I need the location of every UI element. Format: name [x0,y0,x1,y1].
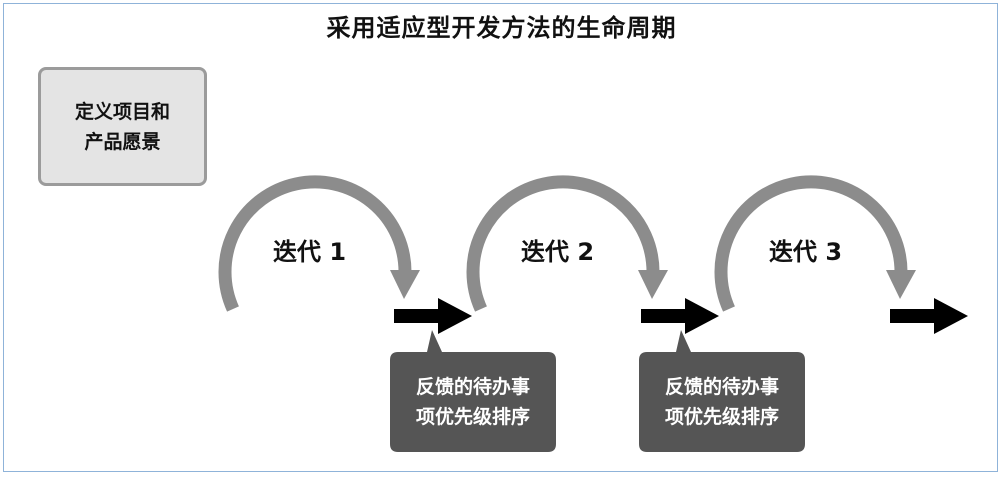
diagram-title: 采用适应型开发方法的生命周期 [326,14,677,42]
flow-arrow-1 [394,298,472,334]
vision-box: 定义项目和 产品愿景 [38,67,207,186]
vision-line-2: 产品愿景 [84,130,161,153]
callout-1 [390,330,556,452]
vision-line-1: 定义项目和 [74,100,170,123]
cycle-arrow-2 [466,175,668,312]
iteration-2-label: 迭代 2 [521,238,595,266]
flow-arrow-3 [890,298,968,334]
iteration-1-label: 迭代 1 [273,238,347,266]
callout-1-line-2: 项优先级排序 [415,406,530,428]
callout-1-text: 反馈的待办事 项优先级排序 [390,372,556,432]
callout-2-line-1: 反馈的待办事 [664,376,779,398]
callout-1-line-1: 反馈的待办事 [415,376,530,398]
flow-arrow-2 [641,298,719,334]
iteration-3-label: 迭代 3 [769,238,843,266]
cycle-arrow-3 [714,175,916,312]
callout-2-line-2: 项优先级排序 [664,406,779,428]
callout-2-text: 反馈的待办事 项优先级排序 [639,372,805,432]
cycle-arrow-1 [218,175,420,312]
callout-2 [639,330,805,452]
